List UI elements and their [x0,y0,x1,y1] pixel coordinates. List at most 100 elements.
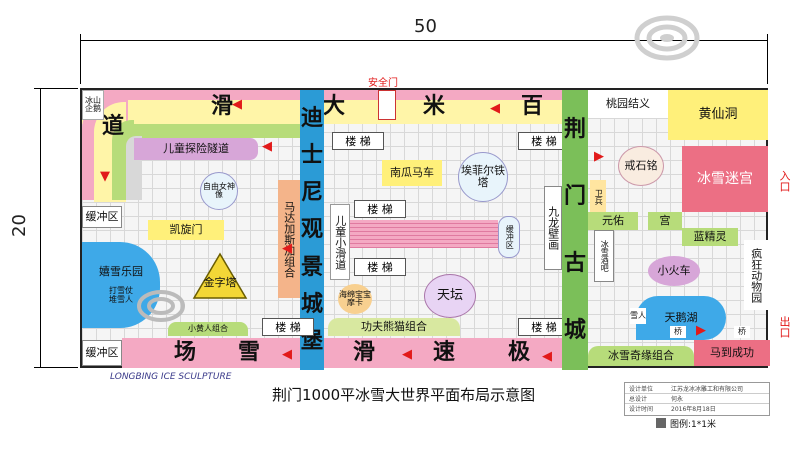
stairs-6: 楼 梯 [518,318,570,336]
legend-label: 图例:1*1米 [670,420,716,430]
pyramid-label: 金字塔 [203,276,237,290]
kids-slide-lanes [350,220,498,248]
info-label-1: 设计单位 [629,386,654,393]
width-dimension-line [80,40,768,41]
kungfu-panda-group: 功夫熊猫组合 [328,318,460,336]
arrow-4: ◀ [262,139,272,154]
eiffel-tower: 埃菲尔铁塔 [458,152,508,202]
buffer-zone-left: 缓冲区 [82,206,122,228]
smurfs: 蓝精灵 [682,228,738,246]
bridge-1: 桥 [670,326,686,338]
buffer-zone-bottom-left: 缓冲区 [82,340,122,366]
huangxian-cave: 黄仙洞 [668,90,768,140]
info-value-2: 何永 [671,396,684,403]
castle-char-1: 迪 [300,106,323,132]
kids-tunnel: 儿童探险隧道 [134,138,258,160]
top-slide-band-green [122,124,302,138]
arrow-8: ◀ [542,349,552,364]
safety-gate-label: 安全门 [368,78,398,89]
info-value-3: 2016年8月18日 [671,406,716,413]
snow-play-park: 嬉雪乐园 打雪仗 堆雪人 [82,242,160,328]
temple-of-heaven: 天坛 [424,274,476,318]
small-train: 小火车 [648,256,700,286]
arc-de-triomphe: 凯旋门 [148,220,224,240]
madagascar-group: 马达加斯加组合 [278,180,300,298]
stairs-3: 楼 梯 [354,258,406,276]
logo-swirl-bottom [136,288,186,324]
info-row-2: 总设计 何永 [625,393,769,404]
height-dimension-tick-bottom [34,367,78,368]
slide-char-top-2: 大 [322,94,345,120]
slide-char-top-3: 米 [422,94,445,120]
ice-mountain-penguin: 冰山企鹅 [82,90,104,120]
arrow-10: ▶ [696,323,706,338]
ice-snow-maze: 冰雪迷宫 [682,146,768,212]
bottom-slide [122,338,562,368]
arrow-5: ◀ [282,241,292,256]
nine-dragon-wall: 九龙壁画 [544,186,562,270]
arrow-1: ◀ [232,97,242,112]
entrance-label: 入口 [778,170,791,192]
slide-char-bottom-3: 滑 [352,340,375,366]
kids-small-slide: 儿童小滑道 [330,204,350,280]
slide-char-bottom-4: 速 [432,340,455,366]
zootopia: 疯狂动物园 [744,240,768,310]
safety-gate[interactable] [378,90,396,120]
pyramid: 金字塔 [192,252,248,300]
info-row-3: 设计时间 2016年8月18日 [625,403,769,414]
width-dimension-tick-left [80,34,81,84]
city-char-4: 城 [563,317,586,343]
width-dimension-label: 50 [414,16,437,37]
arrow-2: ◀ [490,101,500,116]
admonition-stone: 戒石铭 [618,146,664,186]
info-table: 设计单位 江苏龙冰冰雕工和有限公司 总设计 何永 设计时间 2016年8月18日 [624,382,770,416]
castle-char-6: 城 [300,291,323,317]
width-dimension-tick-right [767,34,768,84]
minions-group: 小黄人组合 [168,322,248,336]
exit-label: 出口 [778,316,791,338]
spongebob-mocha: 海绵宝宝摩卡 [338,284,372,314]
arrow-3: ▼ [100,169,110,184]
castle-char-5: 景 [300,254,323,280]
city-char-3: 古 [563,250,586,276]
castle-char-2: 士 [300,143,323,169]
snowman-label: 雪人 [630,308,646,324]
watermark-text: LONGBING ICE SCULPTURE [110,372,232,382]
castle-char-4: 观 [300,217,323,243]
height-dimension-label: 20 [8,214,30,237]
arrow-9: ▶ [594,149,604,164]
horse-success: 马到成功 [694,340,770,366]
info-value-1: 江苏龙冰冰雕工和有限公司 [671,386,744,393]
statue-of-liberty: 自由女神像 [200,172,238,210]
slide-char-bottom-2: 雪 [237,340,260,366]
snow-play-park-label: 嬉雪乐园 [99,264,143,278]
city-char-2: 门 [563,183,586,209]
stairs-2: 楼 梯 [354,200,406,218]
jingmen-city-wall: 荆 门 古 城 [562,90,588,370]
logo-swirl-top [632,12,702,64]
castle-char-3: 尼 [300,180,323,206]
palace-gate: 宫 [648,212,682,230]
stairs-1: 楼 梯 [332,132,384,150]
build-snowman-label: 堆雪人 [109,294,133,304]
buffer-zone-middle: 缓冲区 [498,216,520,258]
floor-plan: 道 滑 大 米 百 冰山企鹅 儿童探险隧道 缓冲区 自由女神像 凯旋门 嬉雪乐园… [80,88,770,370]
slide-char-top-1: 滑 [210,94,233,120]
arrow-7: ◀ [282,347,292,362]
slide-char-bottom-1: 场 [173,340,196,366]
legend-swatch [656,418,666,428]
frozen-group: 冰雪奇缘组合 [588,346,694,366]
slide-char-left: 道 [101,114,124,140]
city-char-1: 荆 [563,116,586,142]
height-dimension-line [40,88,41,368]
info-row-1: 设计单位 江苏龙冰冰雕工和有限公司 [625,383,769,394]
info-label-3: 设计时间 [629,406,654,413]
info-label-2: 总设计 [629,396,648,403]
bridge-2: 桥 [734,326,750,338]
snow-fight-label: 打雪仗 [109,286,133,296]
ice-snow-bar: 冰雪酒吧 [594,230,614,282]
peach-garden-oath: 桃园结义 [588,90,668,118]
height-dimension-tick-top [34,88,78,89]
stairs-4: 楼 梯 [262,318,314,336]
yuanyou-gate: 元佑 [588,212,638,230]
